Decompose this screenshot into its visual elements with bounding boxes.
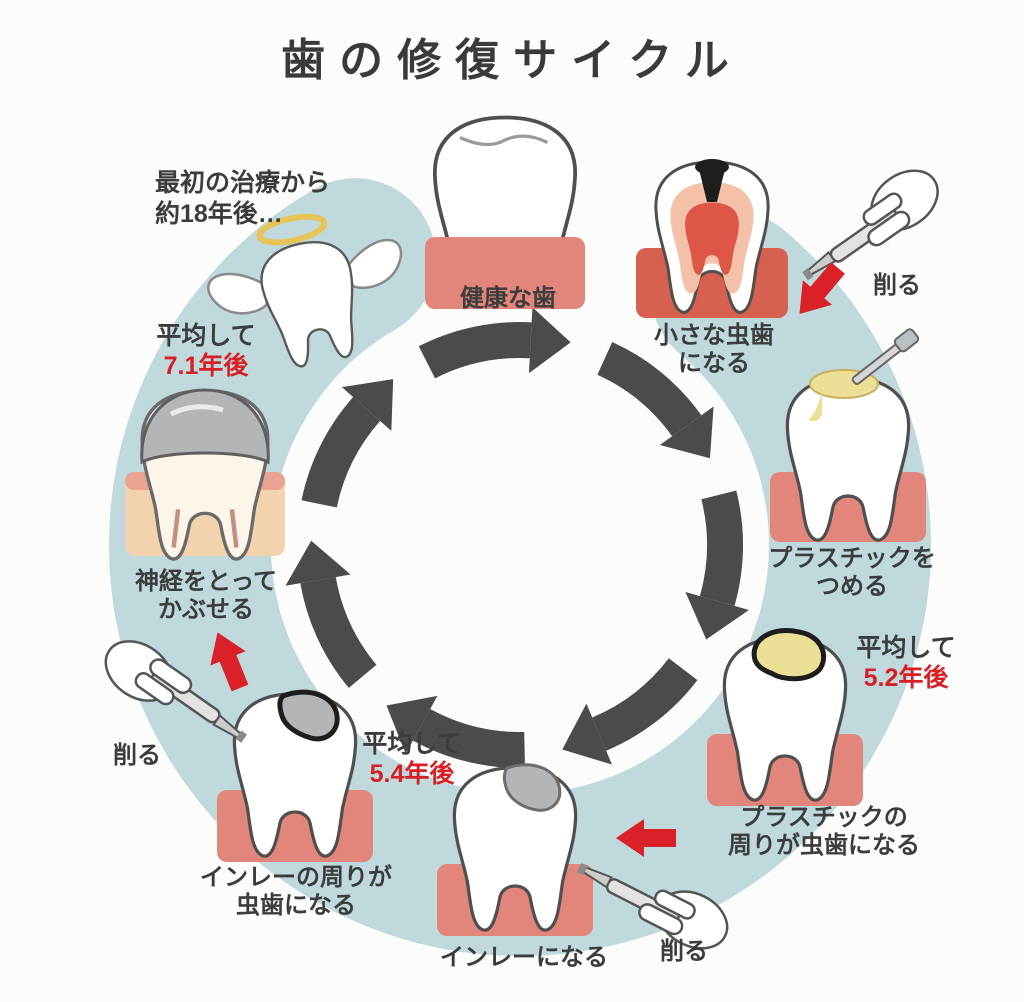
label-interval-crown: 平均して 7.1年後 bbox=[156, 322, 256, 380]
inlay-cavity-tooth-illustration bbox=[217, 689, 373, 862]
label-small-cavity: 小さな虫歯 になる bbox=[654, 322, 774, 378]
inlay-tooth-illustration bbox=[437, 763, 593, 936]
drill-hand-icon bbox=[785, 157, 951, 295]
label-healthy-tooth: 健康な歯 bbox=[460, 285, 556, 312]
label-action-drill-2: 削る bbox=[660, 938, 708, 965]
label-interval-plastic-cavity: 平均して 5.2年後 bbox=[856, 634, 956, 692]
page-title: 歯の修復サイクル bbox=[281, 36, 743, 85]
label-inlay-cavity: インレーの周りが 虫歯になる bbox=[200, 864, 392, 920]
label-inlay: インレーになる bbox=[440, 944, 608, 971]
label-interval-inlay-cavity: 平均して 5.4年後 bbox=[362, 730, 462, 788]
label-plastic-fill: プラスチックを つめる bbox=[768, 545, 936, 601]
filling-instrument-icon bbox=[851, 328, 920, 385]
angel-tooth-icon bbox=[207, 213, 403, 373]
crowned-tooth-illustration bbox=[125, 388, 285, 561]
halo-icon bbox=[256, 213, 328, 246]
small-cavity-tooth-illustration bbox=[636, 159, 788, 318]
plastic-cavity-tooth-illustration bbox=[707, 628, 863, 806]
label-plastic-cavity: プラスチックの 周りが虫歯になる bbox=[728, 804, 920, 860]
healthy-tooth-illustration bbox=[425, 115, 585, 309]
label-action-drill-1: 削る bbox=[873, 272, 921, 299]
label-outcome-18-years: 最初の治療から 約18年後… bbox=[155, 169, 331, 229]
label-crown: 神経をとって かぶせる bbox=[134, 568, 278, 624]
label-action-drill-3: 削る bbox=[113, 742, 161, 769]
